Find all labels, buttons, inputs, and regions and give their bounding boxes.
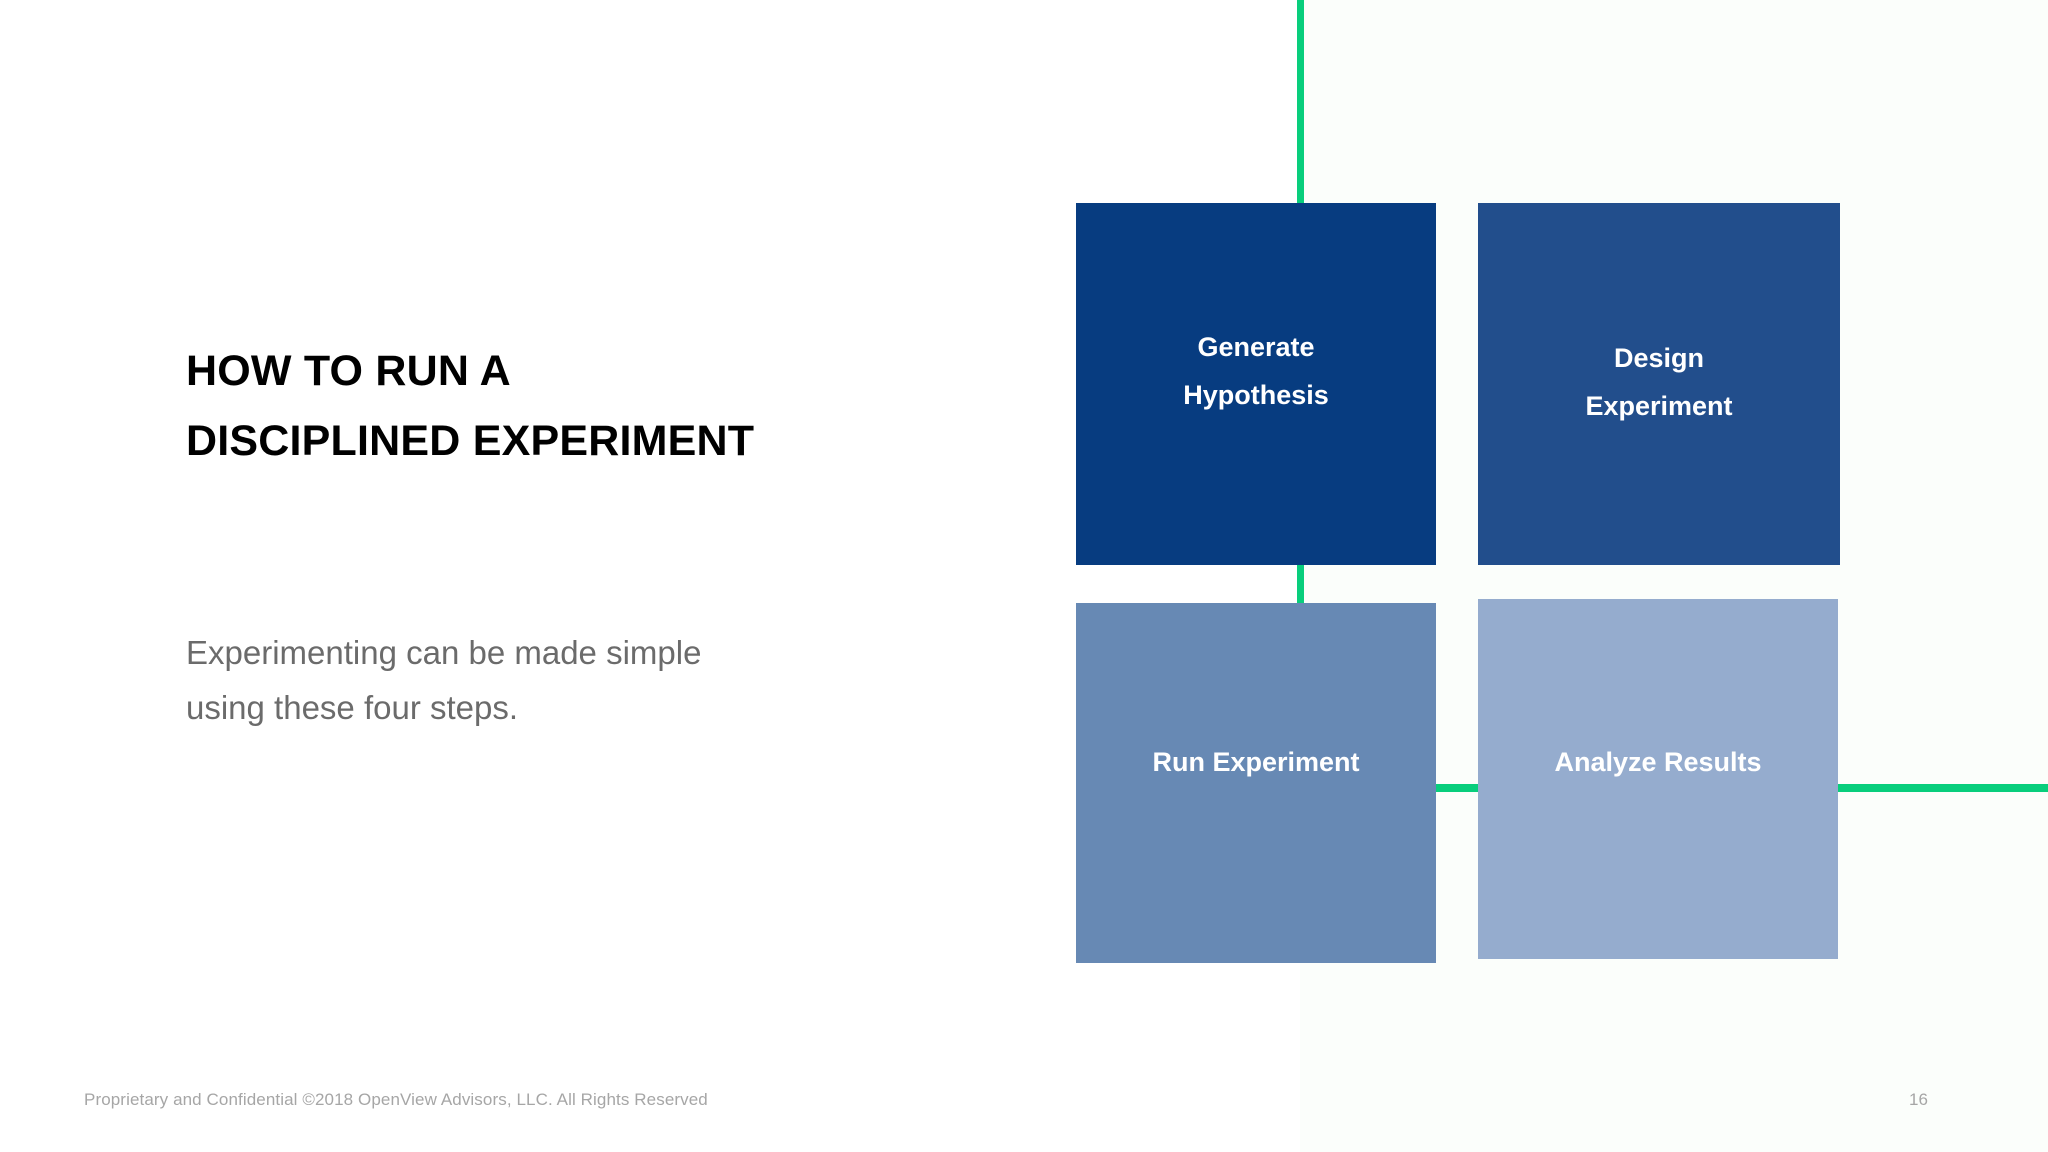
step-box-analyze-results[interactable]: Analyze Results <box>1478 599 1838 959</box>
page-subtitle: Experimenting can be made simple using t… <box>186 634 702 726</box>
step-box-generate-hypothesis[interactable]: Generate Hypothesis <box>1076 203 1436 565</box>
step-box-design-experiment[interactable]: Design Experiment <box>1478 203 1840 565</box>
step-label-line2: Experiment <box>1585 391 1733 422</box>
page-title: HOW TO RUN A DISCIPLINED EXPERIMENT <box>186 347 755 466</box>
step-label-line1: Design <box>1613 343 1705 373</box>
step-label-line2: Hypothesis <box>1183 380 1329 411</box>
background-tint-panel <box>1300 0 2048 1152</box>
step-label-line1: Analyze Results <box>1554 747 1762 777</box>
page-number: 16 <box>1909 1090 1928 1109</box>
step-label-line1: Run Experiment <box>1152 747 1360 777</box>
footer-copyright: Proprietary and Confidential ©2018 OpenV… <box>84 1090 708 1109</box>
step-box-run-experiment[interactable]: Run Experiment <box>1076 603 1436 963</box>
step-label-line1: Generate <box>1197 332 1315 362</box>
